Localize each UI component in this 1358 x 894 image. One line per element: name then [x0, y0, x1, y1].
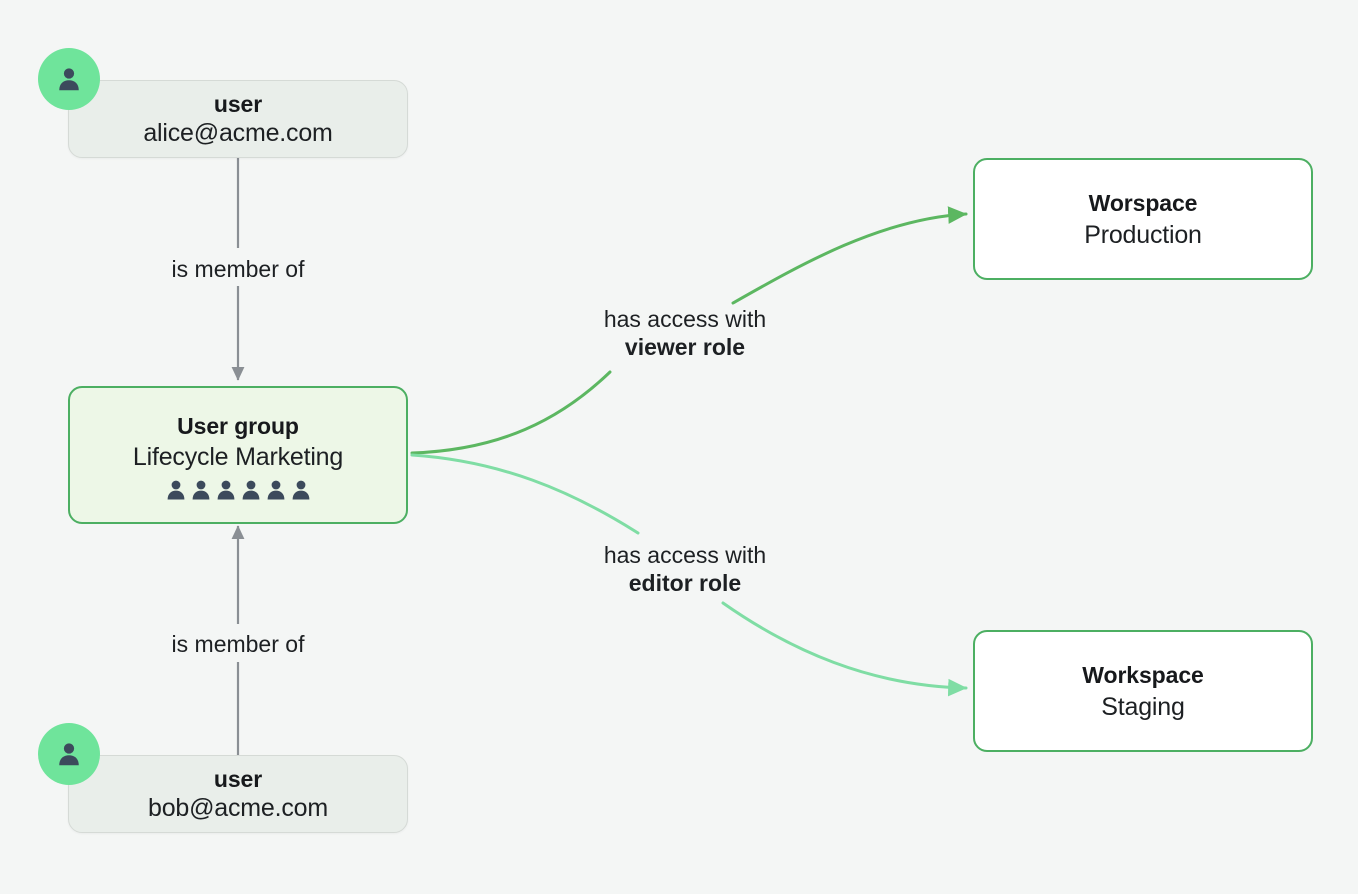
node-workspace-staging-type: Workspace [1082, 661, 1204, 688]
edge-label-viewer-role-line1: has access with [603, 306, 767, 332]
people-icon [164, 478, 313, 502]
node-user-alice-email: alice@acme.com [143, 118, 333, 147]
node-workspace-production[interactable]: Worspace Production [973, 158, 1313, 280]
node-workspace-staging-name: Staging [1101, 692, 1185, 721]
edge-label-editor-role-line1: has access with [603, 542, 767, 568]
node-user-bob[interactable]: user bob@acme.com [68, 755, 408, 833]
node-user-group-name: Lifecycle Marketing [132, 442, 344, 471]
edge-label-bob-member-of: is member of [171, 631, 305, 657]
edge-label-alice-member-of: is member of [171, 256, 305, 282]
node-user-alice[interactable]: user alice@acme.com [68, 80, 408, 158]
node-workspace-production-type: Worspace [1088, 189, 1198, 216]
node-user-bob-type: user [213, 765, 263, 792]
node-user-group-type: User group [177, 412, 299, 439]
person-icon [38, 48, 100, 110]
node-workspace-production-name: Production [1084, 220, 1202, 249]
node-user-alice-type: user [213, 90, 263, 117]
edge-label-viewer-role: has access with viewer role [560, 305, 810, 361]
node-user-bob-email: bob@acme.com [148, 793, 328, 822]
edge-label-editor-role: has access with editor role [560, 541, 810, 597]
node-user-group[interactable]: User group Lifecycle Marketing [68, 386, 408, 524]
edge-label-viewer-role-line2: viewer role [624, 334, 746, 361]
person-icon [38, 723, 100, 785]
edge-label-editor-role-line2: editor role [628, 570, 742, 597]
node-workspace-staging[interactable]: Workspace Staging [973, 630, 1313, 752]
